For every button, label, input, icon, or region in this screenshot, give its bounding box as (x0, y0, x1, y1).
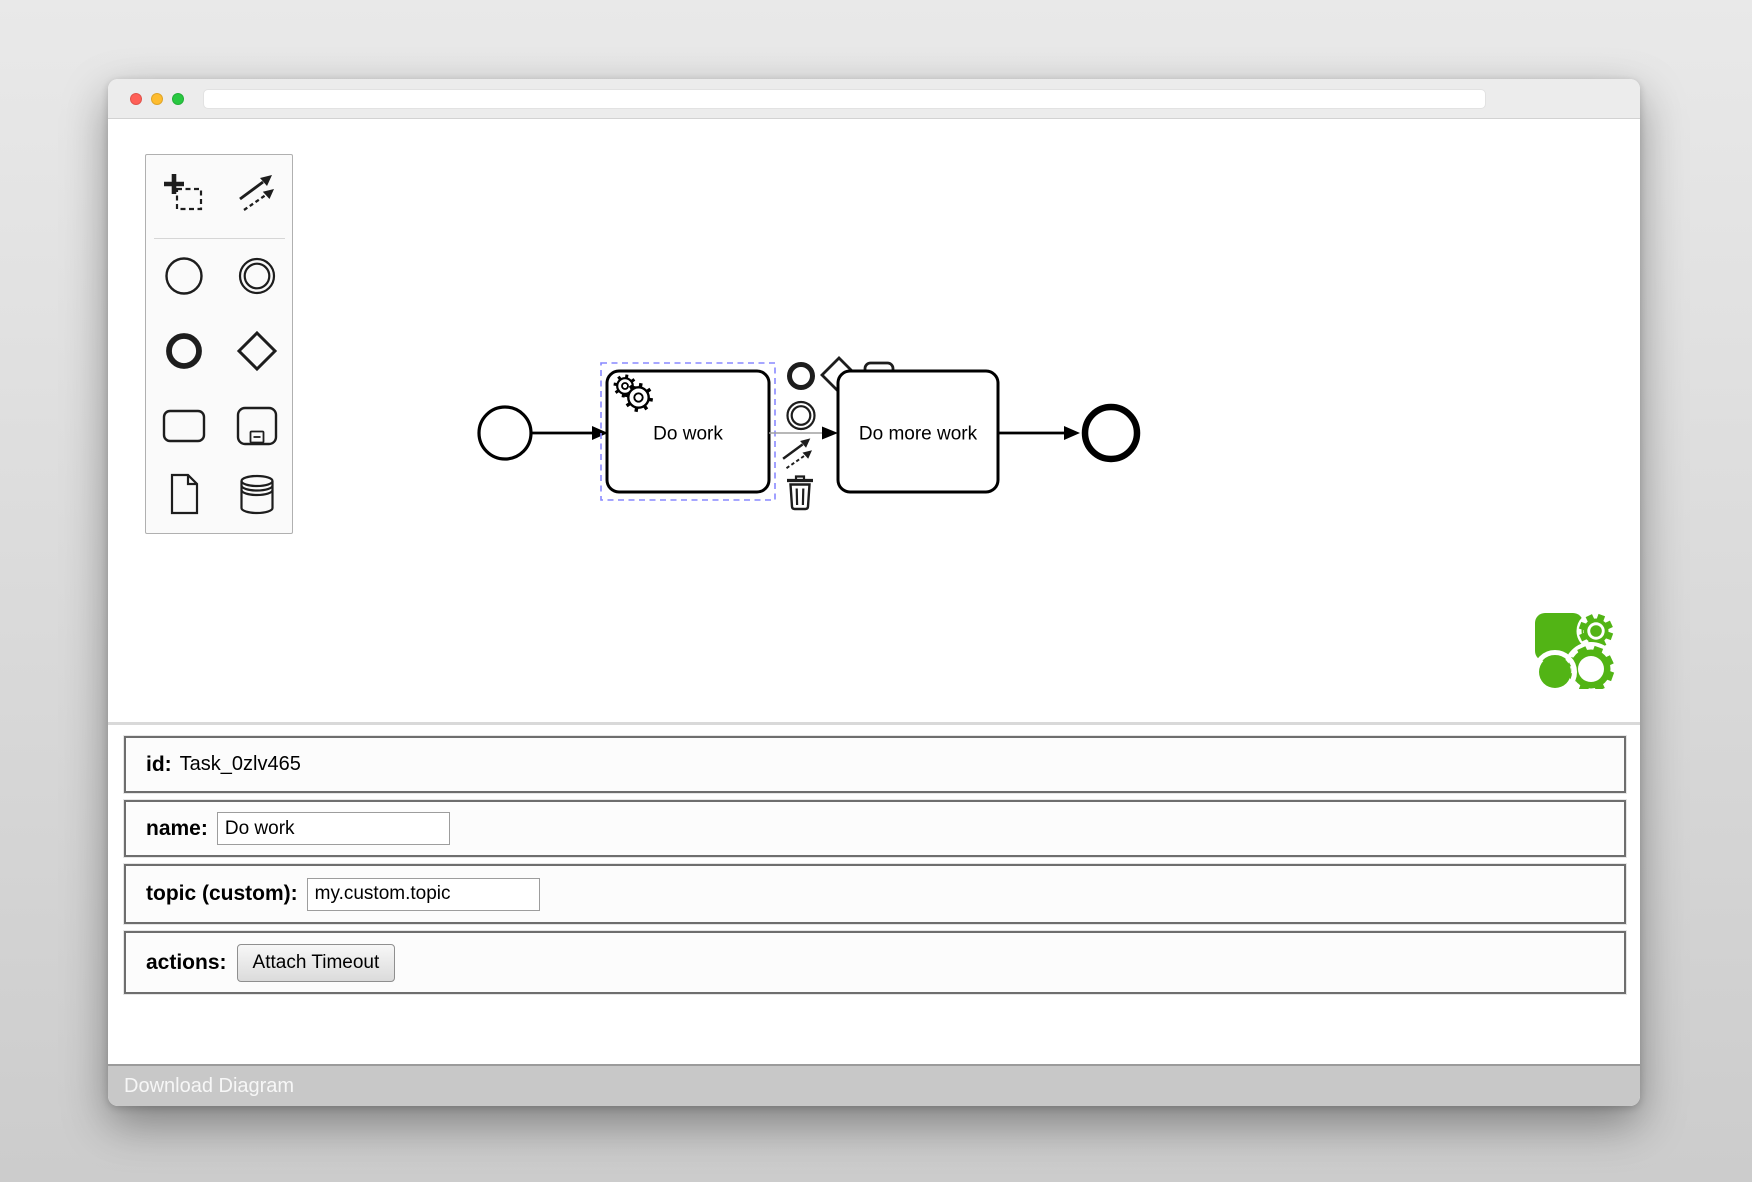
palette-lasso-tool[interactable] (161, 171, 207, 217)
property-row-topic: topic (custom): (124, 864, 1626, 924)
end-event-shape[interactable] (1081, 403, 1141, 463)
property-row-name: name: (124, 800, 1626, 857)
gateway-icon (236, 330, 278, 372)
property-row-actions: actions: Attach Timeout (124, 931, 1626, 994)
task-icon (162, 409, 206, 443)
task-do-more-work[interactable]: Do more work (836, 369, 1000, 494)
attach-timeout-button[interactable]: Attach Timeout (236, 943, 396, 982)
bpmn-palette (145, 154, 293, 534)
browser-window: Do work (108, 79, 1640, 1106)
address-bar[interactable] (203, 89, 1486, 109)
topic-input[interactable] (306, 877, 540, 911)
sequence-flow-3[interactable] (998, 426, 1080, 440)
bpmn-diagram: Do work (477, 356, 1141, 511)
palette-create-subprocess[interactable] (234, 403, 280, 449)
id-label: id: (146, 752, 172, 776)
task-do-more-work-label: Do more work (859, 424, 978, 445)
append-intermediate-event-icon[interactable] (786, 400, 816, 431)
delete-icon[interactable] (787, 475, 813, 511)
name-label: name: (146, 816, 208, 840)
subprocess-icon (236, 406, 278, 446)
connect-tool-icon[interactable] (782, 438, 812, 469)
lasso-tool-icon (164, 174, 203, 211)
download-diagram-bar[interactable]: Download Diagram (108, 1064, 1640, 1106)
start-event-shape[interactable] (477, 405, 533, 461)
close-window-button[interactable] (130, 93, 142, 105)
palette-create-task[interactable] (161, 403, 207, 449)
minimize-window-button[interactable] (151, 93, 163, 105)
topic-label: topic (custom): (146, 882, 298, 905)
bpmn-canvas[interactable]: Do work (108, 119, 1640, 722)
property-row-id: id: Task_0zlv465 (124, 736, 1626, 793)
task-do-work-label: Do work (653, 424, 723, 445)
palette-create-gateway[interactable] (234, 328, 280, 374)
palette-create-intermediate-event[interactable] (234, 253, 280, 299)
properties-panel: id: Task_0zlv465 name: topic (custom): a… (108, 722, 1640, 1064)
intermediate-event-icon (238, 257, 276, 295)
sequence-flow-2[interactable] (769, 426, 838, 440)
append-end-event-icon[interactable] (787, 362, 815, 390)
palette-global-connect-tool[interactable] (234, 171, 280, 217)
name-input[interactable] (216, 812, 450, 845)
actions-label: actions: (146, 950, 227, 974)
data-object-icon (170, 473, 199, 515)
id-value: Task_0zlv465 (179, 753, 301, 775)
start-event-icon (165, 257, 203, 295)
selection-outline (600, 362, 776, 501)
bpmn-io-logo-icon (1533, 611, 1618, 696)
end-event-icon (166, 333, 202, 369)
sequence-flow-1[interactable] (532, 426, 608, 440)
global-connect-icon (239, 175, 274, 211)
palette-separator (154, 238, 285, 239)
browser-titlebar (108, 79, 1640, 119)
palette-create-data-store[interactable] (234, 471, 280, 517)
bpmn-io-logo[interactable] (1533, 609, 1618, 696)
task-do-work[interactable]: Do work (605, 369, 771, 494)
palette-create-end-event[interactable] (161, 328, 207, 374)
palette-create-start-event[interactable] (161, 253, 207, 299)
maximize-window-button[interactable] (172, 93, 184, 105)
data-store-icon (240, 474, 274, 515)
service-gear-icon (613, 374, 654, 413)
palette-create-data-object[interactable] (161, 471, 207, 517)
download-diagram-label: Download Diagram (124, 1074, 295, 1097)
